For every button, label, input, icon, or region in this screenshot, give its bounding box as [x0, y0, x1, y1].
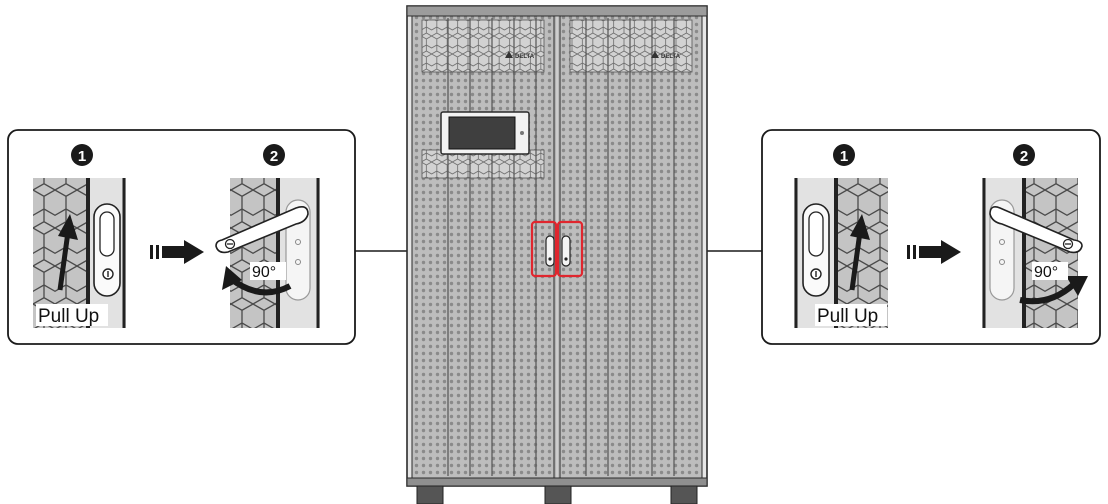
right-detail-panel: 1 Pull Up [762, 130, 1100, 344]
brand-text-left: DELTA [515, 54, 535, 60]
svg-text:1: 1 [840, 148, 848, 165]
cabinet-feet [417, 486, 697, 504]
step-2-illustration: 90° [216, 178, 320, 328]
step-1-number-icon: 1 [833, 144, 855, 166]
step-1-number-icon: 1 [71, 144, 93, 166]
step-1-illustration: Pull Up [33, 178, 126, 328]
step-2-number-icon: 2 [263, 144, 285, 166]
step-2-illustration: 90° [982, 178, 1088, 328]
door-handle-icon[interactable] [803, 204, 829, 296]
touch-display [441, 112, 529, 154]
pull-up-caption: Pull Up [38, 306, 99, 327]
svg-text:2: 2 [270, 148, 278, 165]
cabinet-handle-left[interactable] [546, 236, 554, 266]
svg-text:2: 2 [1020, 148, 1028, 165]
step-1-illustration: Pull Up [794, 178, 888, 328]
lock-cylinder-icon [811, 269, 821, 279]
pull-up-caption: Pull Up [817, 306, 878, 327]
brand-text-right: DELTA [661, 54, 681, 60]
rotation-angle-label: 90° [252, 264, 276, 281]
step-2-number-icon: 2 [1013, 144, 1035, 166]
ups-cabinet: DELTA DELTA [407, 6, 707, 504]
lock-cylinder-icon [103, 269, 113, 279]
svg-text:1: 1 [78, 148, 86, 165]
door-handle-icon[interactable] [94, 204, 120, 296]
cabinet-handle-right[interactable] [562, 236, 570, 266]
left-detail-panel: 1 Pull Up [8, 130, 355, 344]
rotation-angle-label: 90° [1034, 264, 1058, 281]
